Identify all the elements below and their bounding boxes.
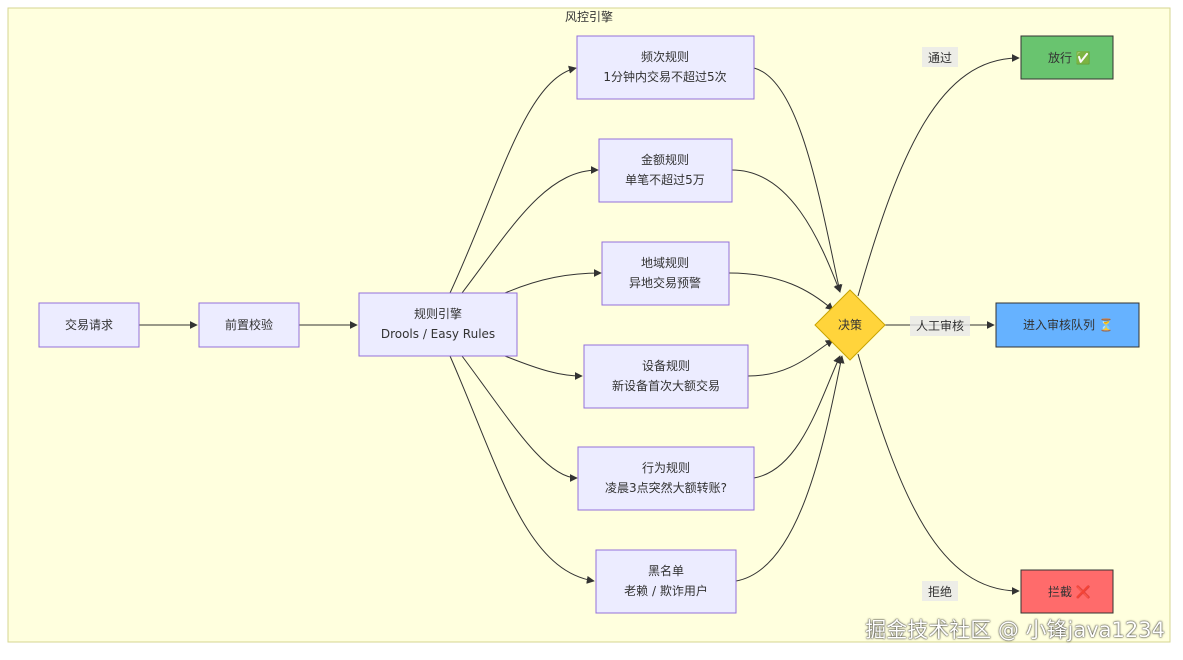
- node-rule-blacklist[interactable]: 黑名单 老赖 / 欺诈用户: [595, 549, 737, 614]
- check-mark-icon: ✅: [1076, 51, 1091, 65]
- edges: [139, 54, 1020, 595]
- node-rule-behavior[interactable]: 行为规则 凌晨3点突然大额转账?: [577, 446, 755, 511]
- edge-engine-blacklist: [449, 355, 595, 584]
- edge-engine-freq: [449, 65, 577, 294]
- edge-amount-decision: [731, 169, 842, 293]
- node-pass[interactable]: 放行 ✅: [1020, 35, 1114, 80]
- node-block-label: 拦截: [1048, 585, 1072, 599]
- node-rule-frequency-title: 频次规则: [641, 49, 689, 64]
- cluster-title: 风控引擎: [565, 9, 613, 24]
- node-decision-label: 决策: [838, 318, 862, 332]
- node-rule-behavior-desc: 凌晨3点突然大额转账?: [605, 480, 727, 495]
- node-rule-amount-title: 金额规则: [641, 152, 689, 167]
- node-precheck[interactable]: 前置校验: [198, 302, 300, 348]
- edge-engine-region: [504, 269, 602, 294]
- edge-label-pass: 通过: [928, 51, 952, 65]
- node-rule-device-title: 设备规则: [642, 358, 690, 373]
- node-decision[interactable]: 决策: [814, 289, 886, 361]
- node-rule-region-desc: 异地交易预警: [629, 275, 701, 290]
- edge-engine-amount: [461, 166, 599, 294]
- node-rule-amount[interactable]: 金额规则 单笔不超过5万: [598, 138, 733, 203]
- node-pass-label: 放行: [1048, 50, 1072, 65]
- node-block[interactable]: 拦截 ❌: [1020, 569, 1114, 614]
- node-review-label: 进入审核队列: [1023, 317, 1095, 332]
- node-rule-behavior-title: 行为规则: [642, 460, 690, 475]
- node-request-label: 交易请求: [65, 317, 113, 332]
- hourglass-icon: ⏳: [1099, 318, 1114, 332]
- edge-label-review: 人工审核: [916, 318, 964, 333]
- edge-labels: 通过 人工审核 拒绝: [910, 47, 970, 601]
- node-rule-amount-desc: 单笔不超过5万: [625, 172, 705, 187]
- node-rule-blacklist-desc: 老赖 / 欺诈用户: [624, 583, 708, 598]
- node-rule-frequency-desc: 1分钟内交易不超过5次: [603, 69, 726, 84]
- node-rule-engine-subtitle: Drools / Easy Rules: [381, 327, 495, 341]
- cross-mark-icon: ❌: [1076, 585, 1091, 599]
- node-rule-device-desc: 新设备首次大额交易: [612, 378, 720, 393]
- edge-behavior-decision: [753, 355, 841, 479]
- edge-engine-device: [504, 355, 583, 380]
- node-precheck-label: 前置校验: [225, 317, 273, 332]
- node-rule-device[interactable]: 设备规则 新设备首次大额交易: [583, 344, 749, 409]
- node-request[interactable]: 交易请求: [38, 302, 140, 348]
- watermark: 掘金技术社区 @ 小锋java1234: [865, 618, 1165, 642]
- edge-label-block: 拒绝: [928, 584, 952, 599]
- node-rule-frequency[interactable]: 频次规则 1分钟内交易不超过5次: [576, 35, 755, 100]
- node-rule-region-title: 地域规则: [641, 255, 689, 270]
- node-rule-engine[interactable]: 规则引擎 Drools / Easy Rules: [358, 292, 518, 357]
- node-rule-blacklist-title: 黑名单: [648, 563, 684, 578]
- edge-device-decision: [747, 339, 834, 377]
- edge-engine-behavior: [461, 355, 578, 482]
- edge-decision-pass: [857, 54, 1020, 297]
- edge-region-decision: [728, 272, 834, 311]
- edge-freq-decision: [753, 67, 843, 293]
- node-rule-region[interactable]: 地域规则 异地交易预警: [601, 241, 730, 306]
- edge-blacklist-decision: [735, 355, 845, 582]
- node-rule-engine-title: 规则引擎: [414, 306, 462, 321]
- edge-decision-block: [857, 353, 1020, 595]
- node-review-queue[interactable]: 进入审核队列 ⏳: [995, 302, 1140, 348]
